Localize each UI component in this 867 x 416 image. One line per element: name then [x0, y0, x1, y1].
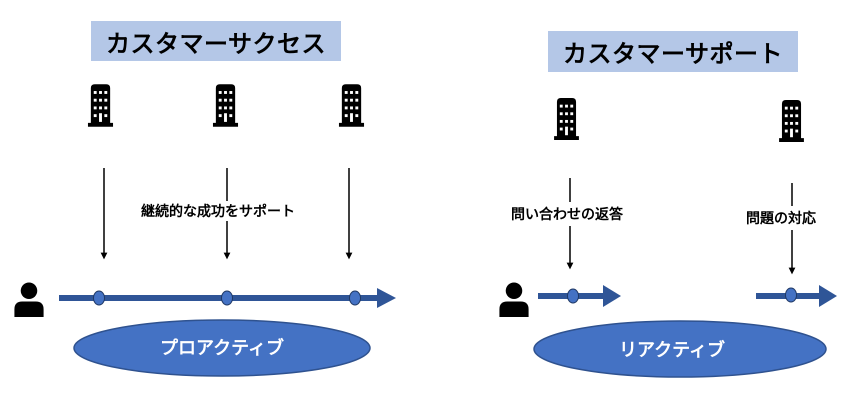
person-icon [14, 282, 44, 317]
building-icon [87, 84, 114, 127]
reactive-label: リアクティブ [618, 340, 726, 361]
timeline-right-2 [756, 285, 837, 307]
building-icon [554, 98, 579, 140]
customer-success-title: カスタマーサクセス [91, 21, 341, 61]
person-icon [499, 282, 529, 317]
reactive-ellipse [533, 320, 827, 378]
building-icon [212, 84, 239, 127]
touchpoint-dot [221, 290, 233, 306]
annotation-issue-handling: 問題の対応 [744, 206, 818, 230]
timeline-left [59, 288, 396, 308]
building-icon [779, 100, 804, 142]
annotation-inquiry-response: 問い合わせの返答 [509, 202, 625, 226]
touchpoint-dot [785, 287, 797, 303]
timeline-right-1 [538, 285, 621, 307]
touchpoint-dot [349, 290, 361, 306]
proactive-ellipse [73, 319, 371, 377]
touchpoint-dot [93, 290, 105, 306]
building-icon [338, 84, 365, 127]
customer-support-title: カスタマーサポート [548, 31, 798, 72]
annotation-continuous-success: 継続的な成功をサポート [139, 201, 297, 221]
proactive-label: プロアクティブ [159, 338, 285, 359]
touchpoint-dot [567, 288, 579, 304]
